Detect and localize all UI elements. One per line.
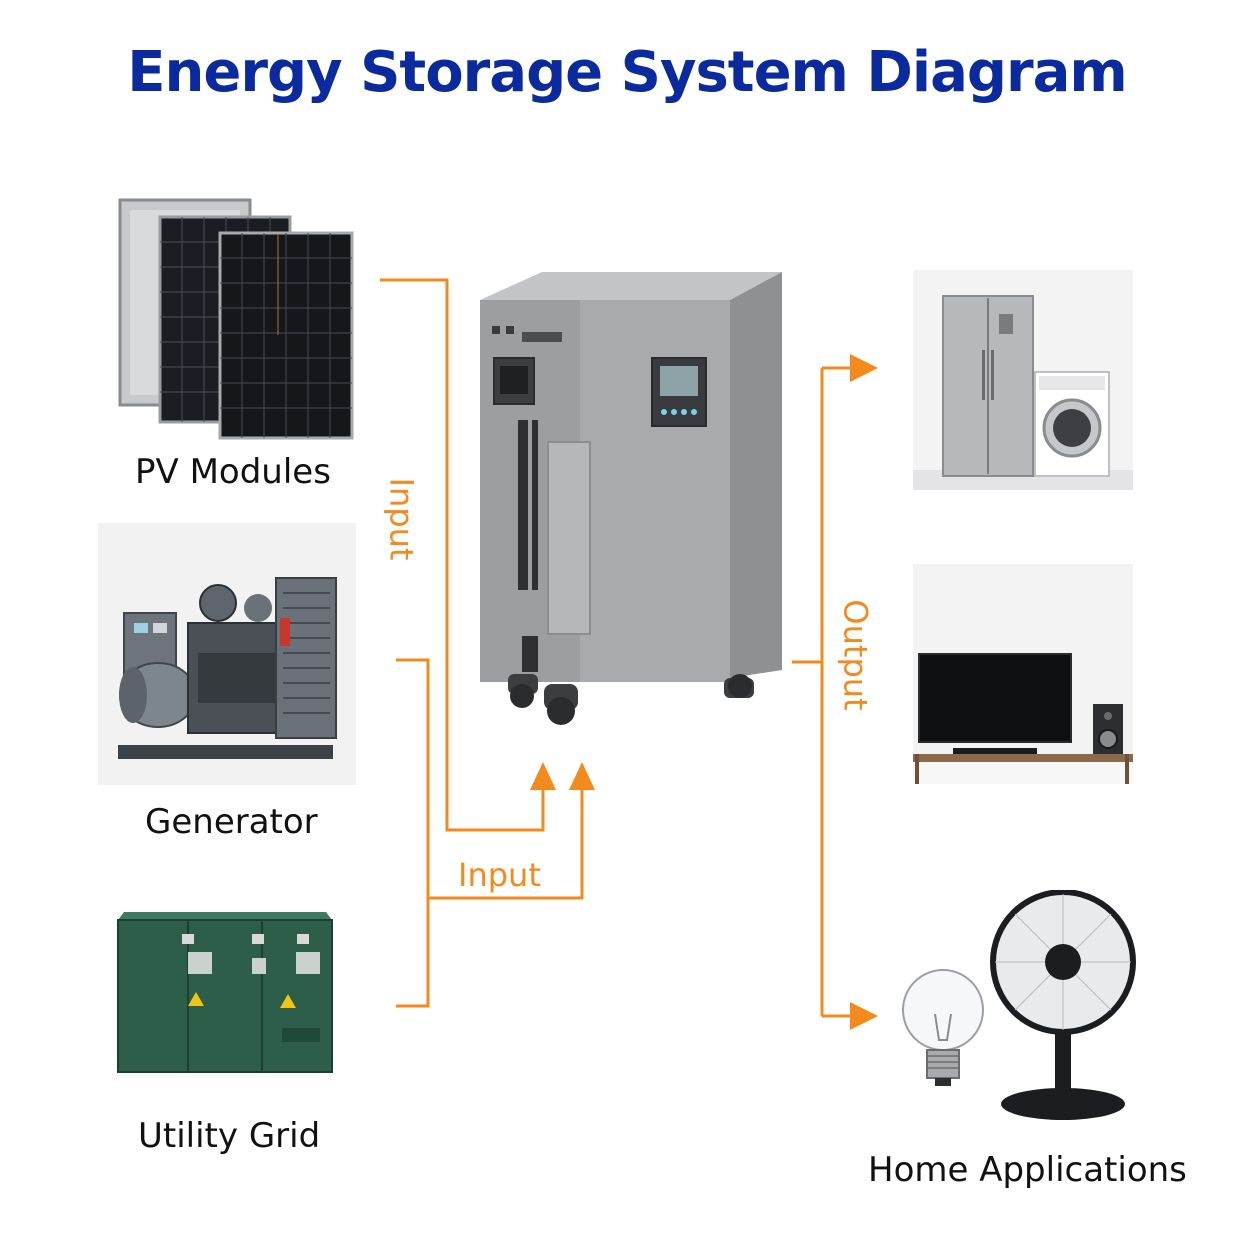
bulb-fan-icon: [902, 890, 1136, 1120]
input-vertical-label: Input: [382, 477, 421, 561]
battery-cabinet-icon: [480, 272, 782, 725]
utility-grid-label: Utility Grid: [138, 1116, 321, 1156]
pv-modules-label: PV Modules: [135, 452, 331, 492]
fridge-washer-icon: [913, 270, 1133, 490]
home-applications-label: Home Applications: [868, 1150, 1187, 1190]
pv-input-wire: [380, 278, 545, 832]
generator-icon: [98, 523, 356, 785]
diagram-title: Energy Storage System Diagram: [127, 40, 1127, 105]
utility-grid-icon: [117, 912, 333, 1073]
arrow-right-bottom-icon: [850, 1002, 878, 1030]
tv-speaker-icon: [913, 564, 1133, 784]
arrow-up-right-icon: [569, 762, 595, 790]
input-horizontal-label: Input: [458, 856, 541, 894]
output-label: Output: [836, 599, 875, 711]
generator-input-wire: [396, 658, 430, 1008]
generator-label: Generator: [145, 802, 318, 842]
solar-panel-icon: [118, 198, 354, 440]
arrow-right-top-icon: [850, 354, 878, 382]
arrow-up-left-icon: [530, 762, 556, 790]
grid-generator-input-wire: [428, 785, 584, 900]
